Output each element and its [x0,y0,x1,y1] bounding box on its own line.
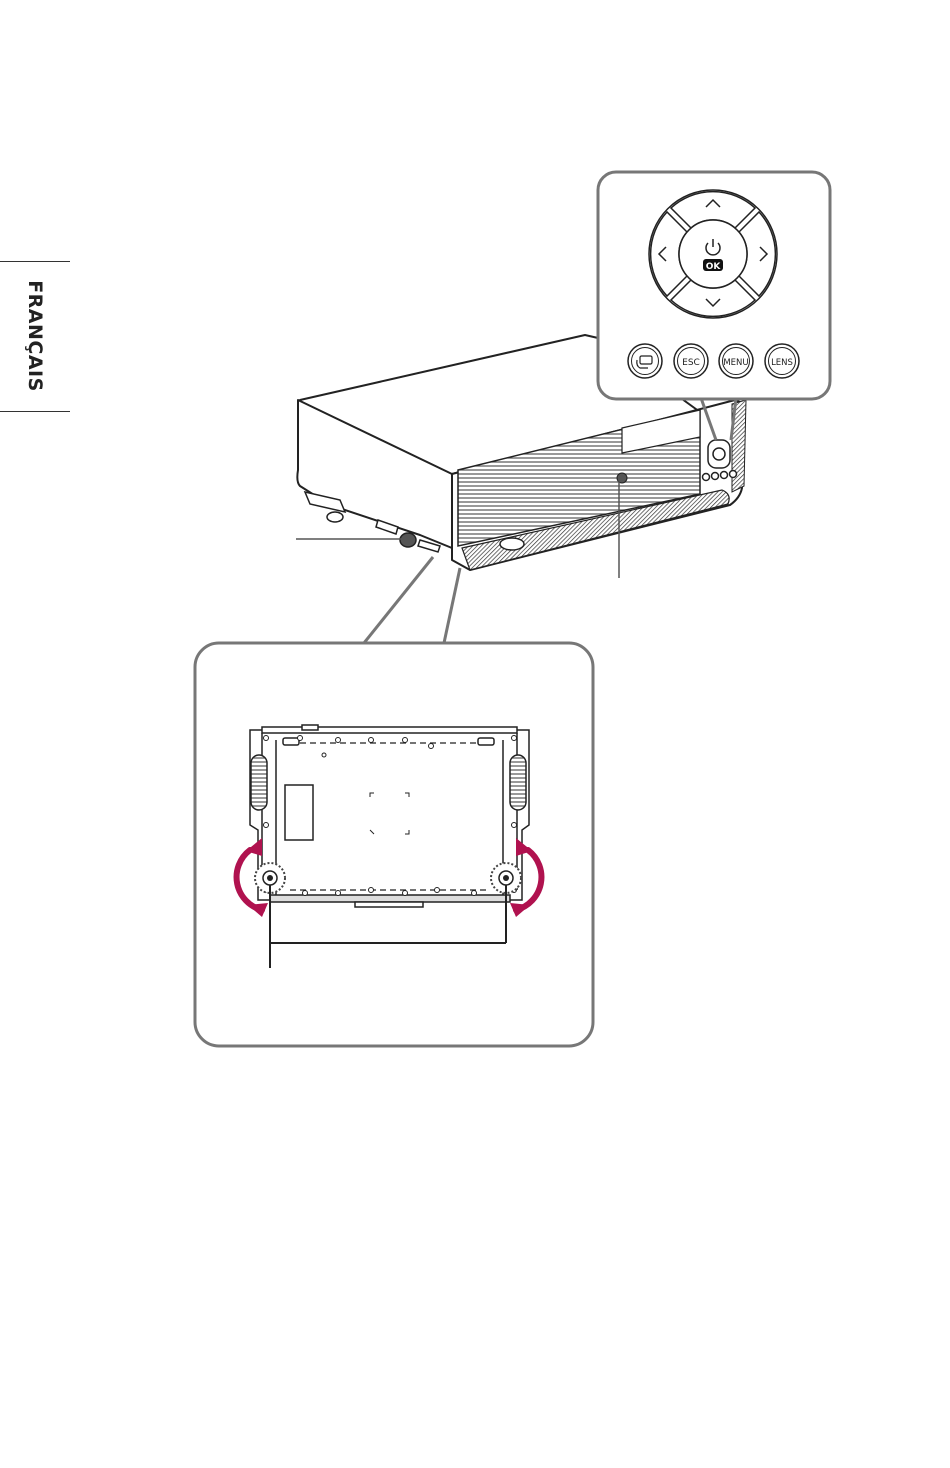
input-button[interactable] [628,344,662,378]
projector-underside [250,725,529,907]
adjustable-foot-marker [400,533,416,547]
menu-label: MENU [723,358,748,368]
lens-label: LENS [771,358,793,368]
ok-label: OK [706,262,722,272]
ok-button[interactable] [679,220,747,288]
leader-lines [364,557,460,643]
esc-label: ESC [682,358,700,368]
direction-pad[interactable] [649,190,777,318]
